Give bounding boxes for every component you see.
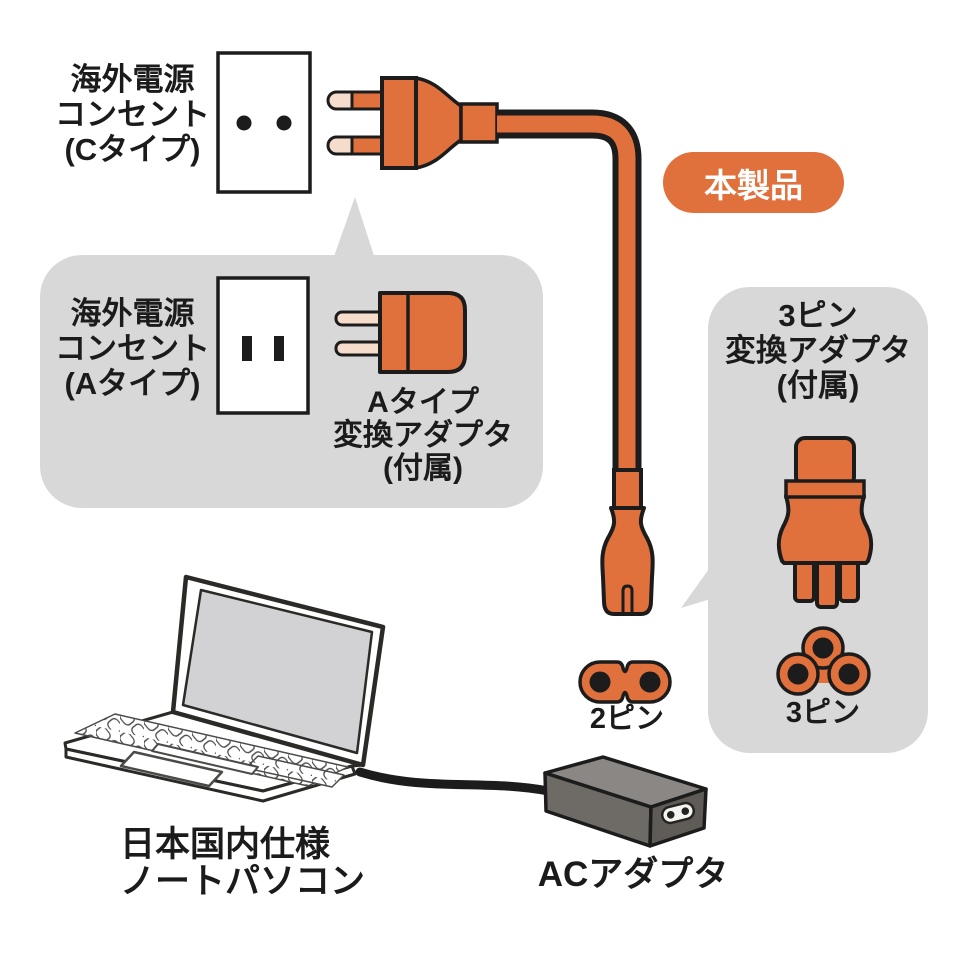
label-adapter-3pin-line1: 3ピン: [778, 298, 858, 333]
label-outlet-a-line1: 海外電源: [70, 296, 195, 331]
touchpad: [119, 750, 224, 788]
c7-connector: [600, 468, 655, 616]
label-outlet-c-line2: コンセント: [55, 97, 210, 132]
laptop-illustration: [63, 574, 386, 803]
label-3pin: 3ピン: [785, 697, 861, 729]
numpad-keys: [245, 755, 345, 788]
screen: [181, 588, 374, 755]
label-outlet-a: 海外電源 コンセント (Aタイプ): [40, 296, 225, 401]
cable: [497, 109, 642, 471]
ac-inlet-socket: [660, 801, 696, 825]
dc-cable: [355, 767, 553, 796]
label-adapter-a: Aタイプ 変換アダプタ (付属): [330, 386, 516, 485]
label-adapter-a-line2: 変換アダプタ: [333, 419, 513, 452]
label-outlet-c: 海外電源 コンセント (Cタイプ): [40, 62, 225, 167]
outlet-a-type-illustration: [216, 276, 310, 415]
ac-adapter-illustration: [543, 755, 708, 848]
label-adapter-3pin-line3: (付属): [776, 368, 860, 403]
label-adapter-a-line1: Aタイプ: [367, 386, 479, 419]
power-cord-illustration: [326, 75, 655, 616]
outlet-c-type-illustration: [216, 51, 312, 194]
label-outlet-a-line3: (Aタイプ): [64, 366, 201, 401]
label-laptop-line2: ノートパソコン: [120, 862, 366, 901]
two-pin-face-icon: [578, 660, 672, 704]
three-pin-face-icon: [776, 626, 871, 696]
label-laptop: 日本国内仕様 ノートパソコン: [120, 826, 380, 900]
product-badge: 本製品: [663, 152, 844, 213]
label-outlet-c-line3: (Cタイプ): [64, 132, 201, 167]
c-plug: [326, 75, 499, 171]
label-adapter-3pin-line2: 変換アダプタ: [725, 333, 911, 368]
spacebar-key: [151, 743, 259, 775]
three-pin-adapter-illustration: [776, 436, 874, 609]
product-badge-text: 本製品: [704, 166, 803, 204]
label-outlet-c-line1: 海外電源: [70, 62, 195, 97]
label-ac-adapter: ACアダプタ: [537, 855, 729, 894]
label-adapter-a-line3: (付属): [383, 452, 463, 485]
label-laptop-line1: 日本国内仕様: [120, 825, 331, 864]
label-adapter-3pin: 3ピン 変換アダプタ (付属): [708, 298, 928, 403]
label-outlet-a-line2: コンセント: [55, 331, 210, 366]
a-type-adapter-illustration: [334, 291, 467, 374]
label-2pin: 2ピン: [589, 703, 665, 735]
